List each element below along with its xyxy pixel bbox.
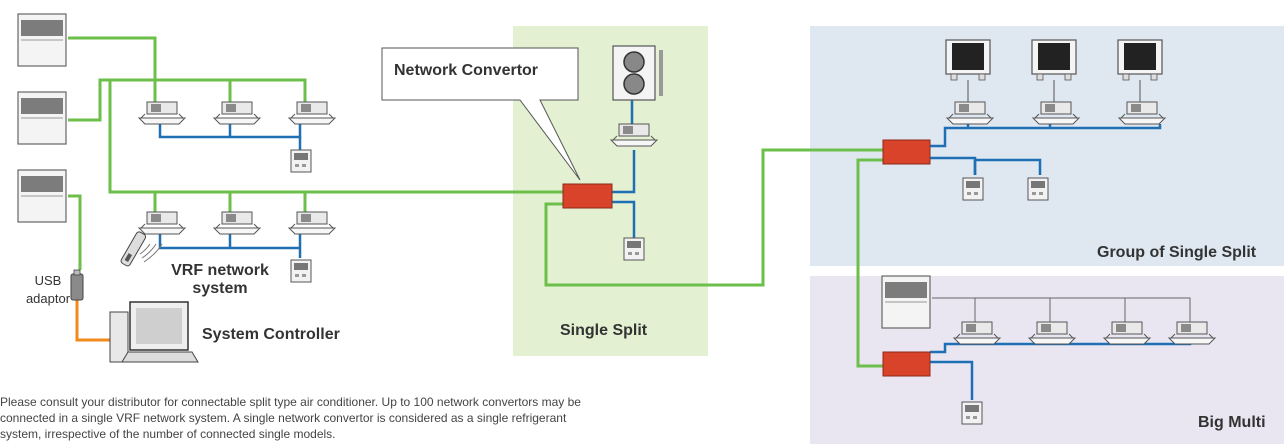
big-multi-outdoor-unit bbox=[881, 275, 931, 329]
outdoor-unit-3 bbox=[17, 169, 67, 223]
single-split-label: Single Split bbox=[560, 322, 648, 339]
group-outdoor-unit-1 bbox=[945, 39, 991, 81]
outdoor-unit-2 bbox=[17, 91, 67, 145]
wireless-remote-icon bbox=[120, 231, 147, 267]
footnote-line3: system, irrespective of the number of co… bbox=[0, 427, 336, 441]
computer-icon bbox=[109, 301, 199, 363]
remote-controller-1 bbox=[290, 149, 312, 173]
group-remote-1 bbox=[962, 177, 984, 201]
single-split-outdoor-unit bbox=[612, 45, 663, 101]
footnote: Please consult your distributor for conn… bbox=[0, 394, 790, 442]
outdoor-unit-1 bbox=[17, 13, 67, 67]
vrf-network-system-label: VRF network system bbox=[170, 262, 270, 298]
usb-adaptor-icon bbox=[70, 269, 84, 301]
remote-controller-2 bbox=[290, 259, 312, 283]
usb-line bbox=[75, 300, 110, 342]
indoor-unit-4 bbox=[138, 211, 186, 235]
group-outdoor-unit-2 bbox=[1031, 39, 1077, 81]
network-convertor-2 bbox=[882, 139, 931, 165]
group-outdoor-unit-3 bbox=[1117, 39, 1163, 81]
footnote-line2: connected in a single VRF network system… bbox=[0, 411, 567, 425]
group-of-single-split-label: Group of Single Split bbox=[1097, 244, 1257, 261]
single-split-remote bbox=[623, 237, 645, 261]
system-controller-label: System Controller bbox=[202, 326, 340, 343]
big-multi-lines bbox=[932, 297, 1191, 322]
group-pipes bbox=[967, 80, 1141, 102]
footnote-line1: Please consult your distributor for conn… bbox=[0, 395, 581, 409]
usb-adaptor-line2: adaptor bbox=[25, 291, 71, 306]
indoor-unit-2 bbox=[213, 101, 261, 125]
network-lines bbox=[68, 36, 883, 368]
indoor-unit-6 bbox=[288, 211, 336, 235]
vrf-network-system-line2: system bbox=[192, 280, 248, 297]
indoor-unit-5 bbox=[213, 211, 261, 235]
network-convertor-3 bbox=[882, 351, 931, 377]
vrf-network-system-line1: VRF network bbox=[171, 262, 269, 279]
indoor-unit-3 bbox=[288, 101, 336, 125]
convertor-callout bbox=[381, 47, 581, 181]
big-multi-remote bbox=[961, 401, 983, 425]
network-convertor-1 bbox=[562, 183, 613, 209]
network-convertor-label: Network Convertor bbox=[394, 62, 539, 79]
wireless-signal-icon bbox=[139, 243, 163, 263]
indoor-unit-1 bbox=[138, 101, 186, 125]
group-remote-2 bbox=[1027, 177, 1049, 201]
big-multi-label: Big Multi bbox=[1198, 414, 1266, 431]
usb-adaptor-line1: USB bbox=[34, 273, 62, 288]
usb-adaptor-label: USB adaptor bbox=[24, 272, 72, 308]
